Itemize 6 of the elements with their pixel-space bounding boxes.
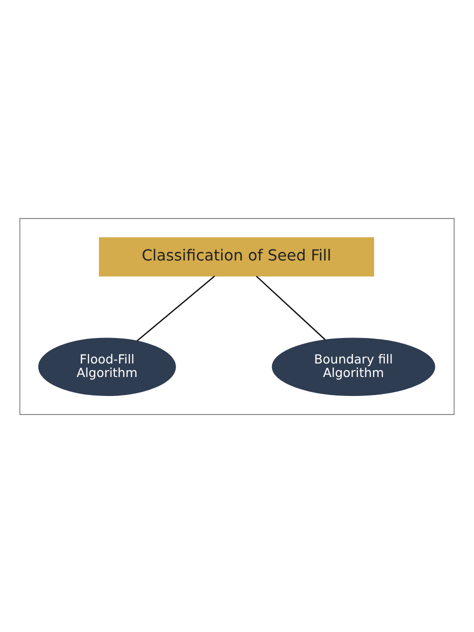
connector [136, 275, 215, 341]
node-box: Classification of Seed Fill [98, 236, 374, 276]
node-ellipse: Flood-Fill Algorithm [38, 337, 176, 396]
connector [256, 275, 326, 340]
node-ellipse: Boundary fill Algorithm [272, 337, 436, 396]
cluster [19, 218, 455, 414]
